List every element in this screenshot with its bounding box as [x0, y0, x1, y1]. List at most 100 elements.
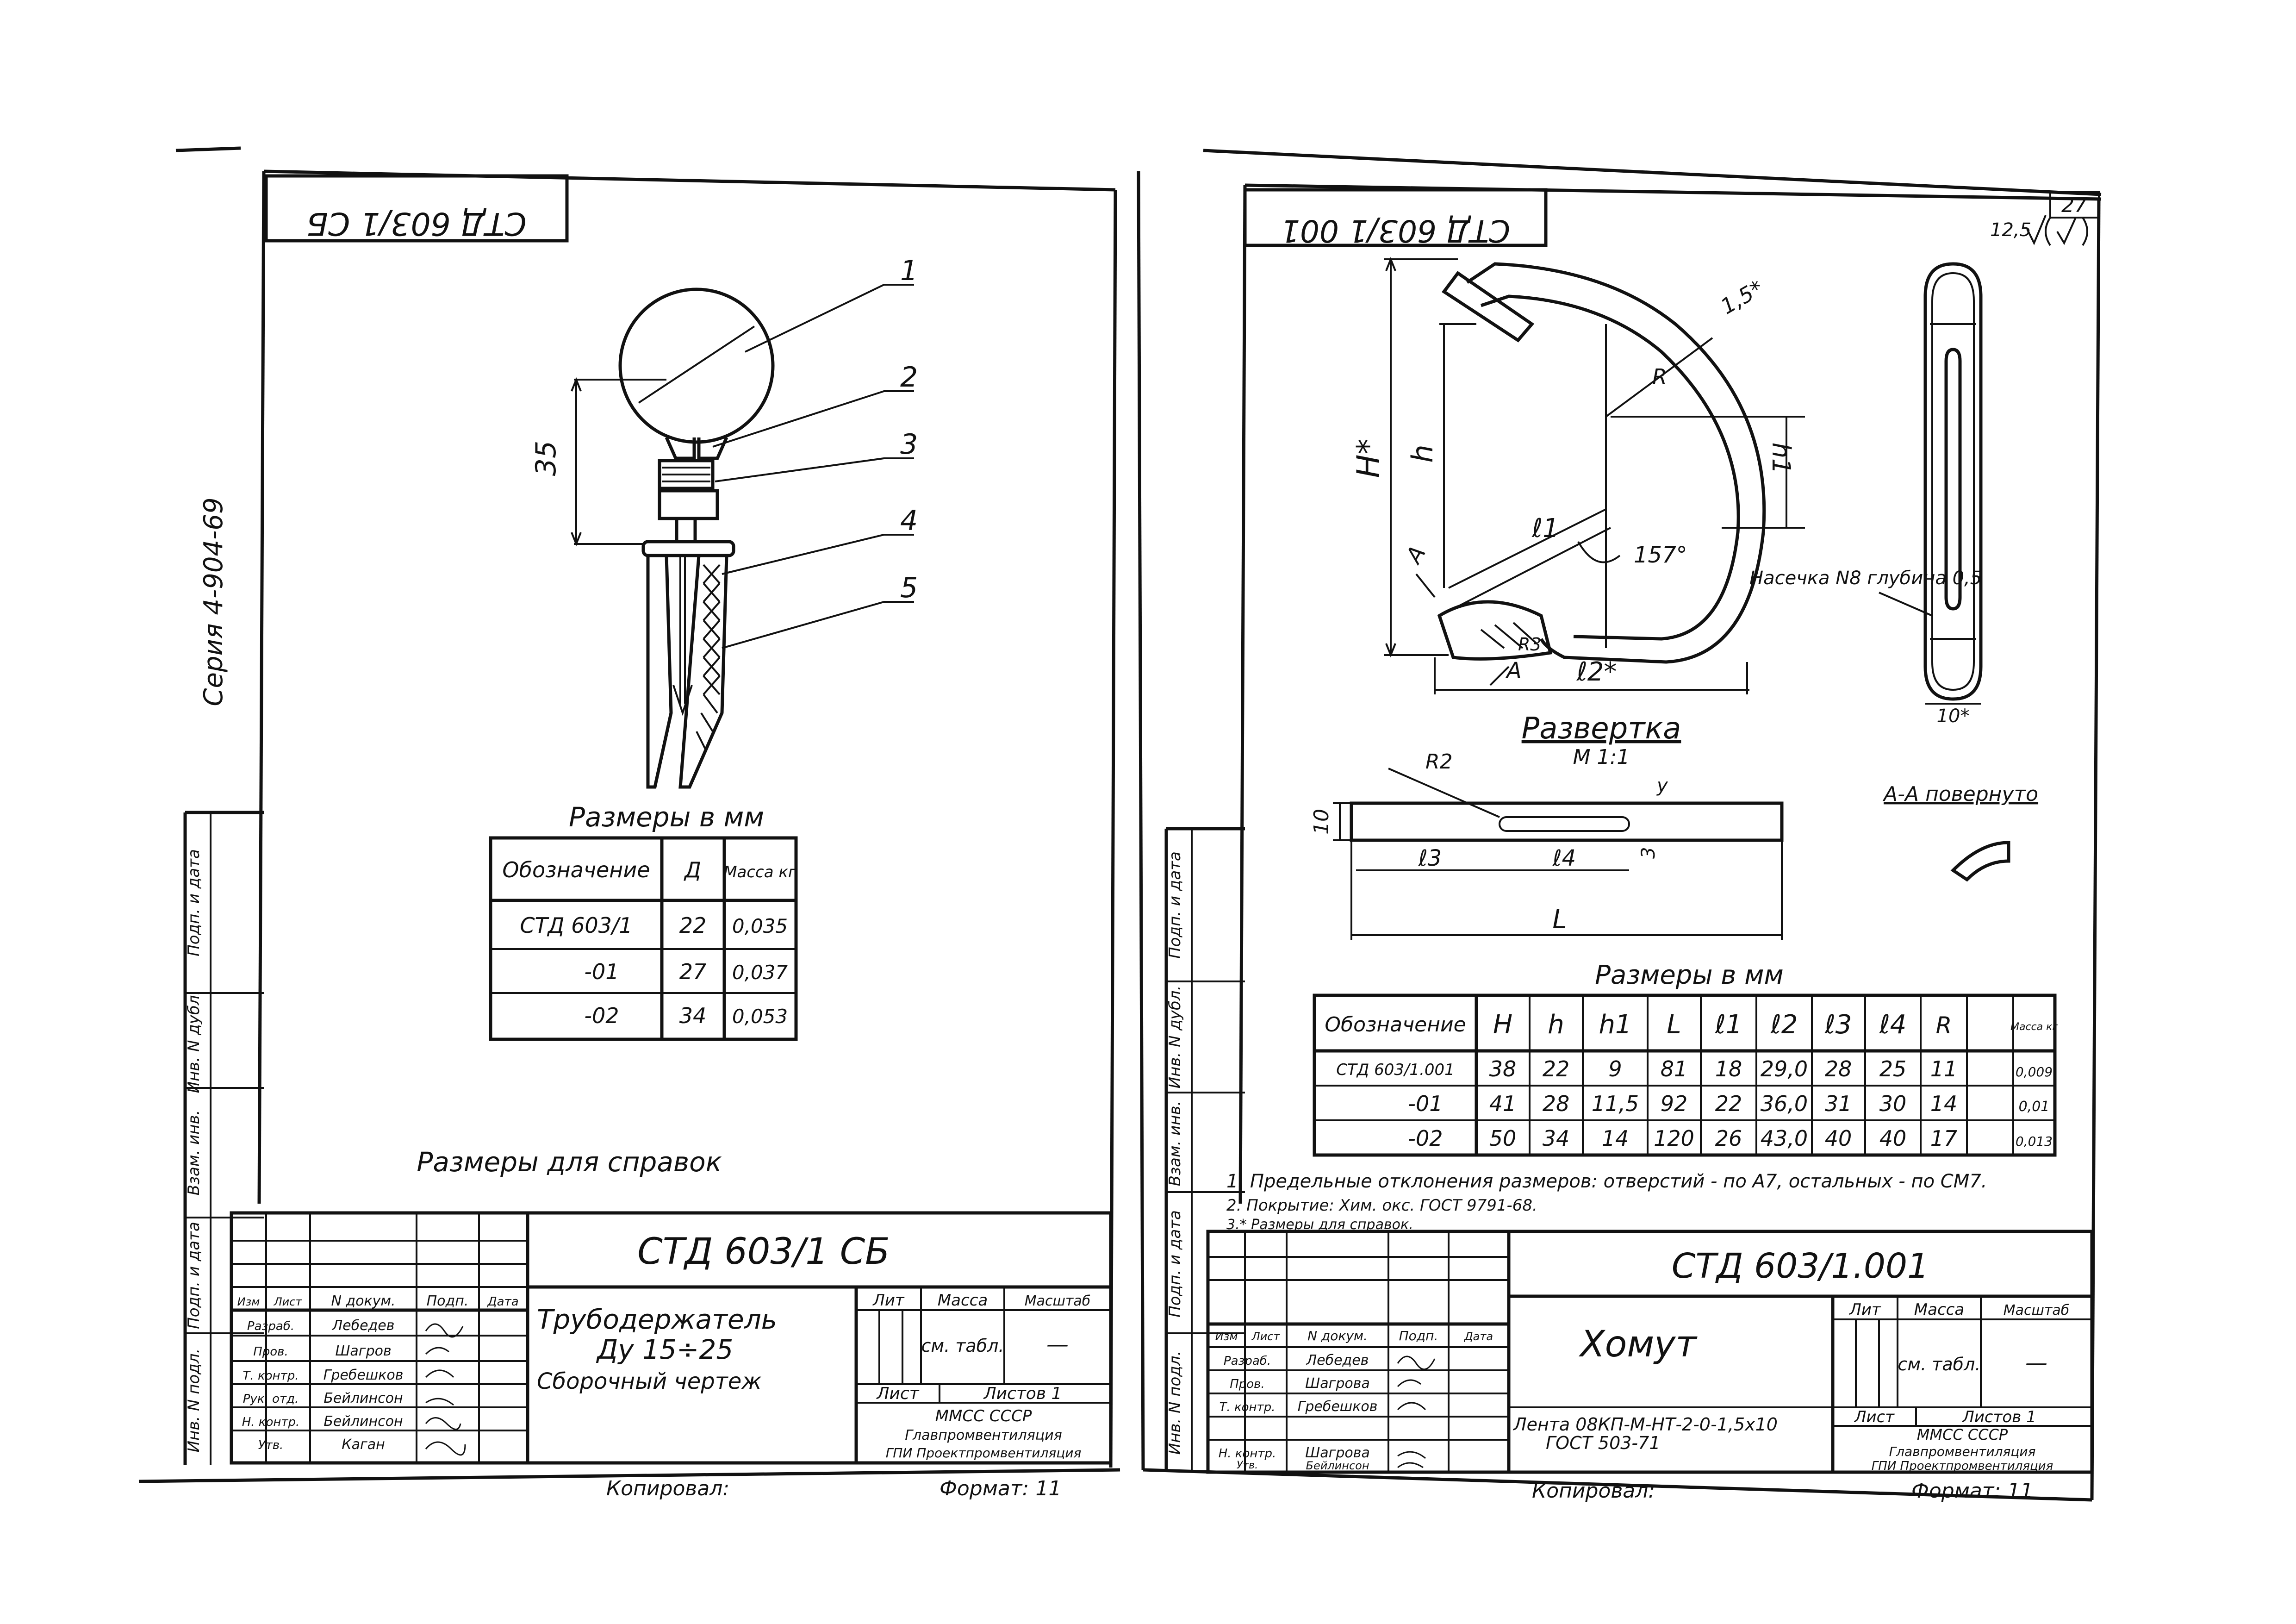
screw-part: [658, 459, 715, 490]
leader-3: [715, 457, 914, 482]
razvertka-drawing: 10 R2 ℓ3 ℓ4 L y 3: [1310, 750, 1784, 940]
right-th-7: ℓ3: [1824, 1010, 1852, 1040]
right-material-1: Лента 08КП-М-НТ-2-0-1,5х10: [1512, 1414, 1778, 1435]
left-side-1: Инв. N дубл.: [185, 990, 203, 1093]
right-sheet: Лист: [1854, 1408, 1895, 1426]
left-person-0: Лебедев: [332, 1318, 395, 1334]
clamp-side-view: 10*: [1879, 262, 1983, 727]
dim-10-label: 10*: [1937, 706, 1970, 727]
frame-inner-left: [1238, 185, 1247, 1204]
frame-top: [1203, 149, 2102, 196]
left-title-block: СТД 603/1 СБ Трубодержатель Ду 15÷25 Сбо…: [230, 1211, 1113, 1465]
right-td-1-3: 11,5: [1592, 1091, 1639, 1116]
section-arrows: [1415, 573, 1510, 686]
code-stamp-box: [1243, 188, 1548, 247]
clamp-tab-top: [1441, 271, 1535, 343]
razv-L: L: [1552, 905, 1567, 935]
left-scale-h: Масштаб: [1025, 1293, 1091, 1309]
right-person-3: Шагрова: [1305, 1445, 1370, 1461]
leader-5: [722, 601, 914, 649]
right-side-1: Инв. N дубл.: [1166, 986, 1184, 1089]
slot: [1944, 348, 1962, 611]
right-mass-h: Масса: [1914, 1300, 1964, 1319]
left-person-3: Бейлинсон: [324, 1390, 403, 1406]
right-td-2-7: 40: [1825, 1126, 1852, 1151]
left-role-1: Пров.: [253, 1345, 288, 1359]
left-col-4: Дата: [487, 1295, 518, 1309]
section-AA-label: А-А повернуто: [1882, 782, 2038, 806]
callout-2: 2: [900, 361, 918, 394]
left-signatures: [425, 1323, 466, 1456]
right-td-2-5: 26: [1715, 1126, 1742, 1151]
left-sizes-table: Обозначение Д Масса кг СТД 603/1 22 0,03…: [489, 836, 798, 1041]
dim-h1-label: h1: [1767, 443, 1796, 475]
left-lit: Лит: [872, 1291, 905, 1310]
callout-1: 1: [900, 255, 918, 287]
left-col-0: Изм: [237, 1295, 260, 1308]
dowel-body: [678, 554, 728, 789]
left-td-2-0: -02: [584, 1003, 619, 1028]
dowel-left: [646, 554, 673, 789]
dim-angle-label: 157°: [1634, 542, 1687, 568]
right-td-1-4: 92: [1661, 1091, 1688, 1116]
right-org-2: Главпромвентиляция: [1889, 1444, 2036, 1459]
leader-4: [722, 534, 914, 575]
right-td-1-0: -01: [1408, 1091, 1443, 1116]
right-th-3: h1: [1599, 1010, 1631, 1040]
right-th-0: Обозначение: [1325, 1013, 1466, 1037]
right-person-4: Бейлинсон: [1306, 1459, 1369, 1472]
right-td-0-6: 29,0: [1761, 1056, 1808, 1081]
right-td-1-1: 41: [1489, 1091, 1517, 1116]
left-td-1-1: 27: [679, 959, 707, 984]
right-td-1-10: 0,01: [2019, 1099, 2050, 1115]
right-lit: Лит: [1848, 1300, 1881, 1319]
roughness-symbol: [2026, 215, 2088, 246]
left-col-1: Лист: [274, 1295, 303, 1308]
left-table-title: Размеры в мм: [569, 801, 764, 833]
right-col-4: Дата: [1464, 1330, 1493, 1343]
dim-t15-label: 1,5*: [1717, 275, 1767, 319]
leader-2: [712, 390, 914, 448]
right-org-1: ММСС СССР: [1917, 1426, 2008, 1443]
razv-10: 10: [1310, 809, 1333, 835]
right-td-0-7: 28: [1825, 1056, 1852, 1081]
right-th-9: R: [1936, 1012, 1952, 1039]
left-col-2: N докум.: [331, 1293, 395, 1309]
section-AA-shape: [1950, 841, 2010, 882]
right-td-2-1: 50: [1489, 1126, 1517, 1151]
right-name: Хомут: [1578, 1324, 1698, 1365]
right-scale-h: Масштаб: [2004, 1302, 2070, 1318]
clamp-drawing: H* h h1 ℓ2* ℓ1 R R3 157° 1,5* A A: [1350, 256, 1805, 694]
dim-h-label: h: [1406, 444, 1439, 462]
right-td-0-2: 22: [1543, 1056, 1570, 1081]
right-td-2-3: 14: [1602, 1126, 1629, 1151]
pipe-holder-assembly: 35 1 2 3 4 5: [530, 255, 918, 789]
left-td-2-2: 0,053: [732, 1005, 788, 1028]
frame-bottom: [1143, 1468, 2092, 1502]
radius-line: [1605, 337, 1713, 418]
right-side-0: Подп. и дата: [1166, 851, 1184, 959]
page-number-box: [2049, 191, 2100, 219]
left-td-0-2: 0,035: [732, 915, 788, 937]
clamp-neck: [665, 437, 696, 460]
dim-H-label: H*: [1350, 438, 1387, 478]
frame-bottom: [138, 1468, 1120, 1483]
left-td-1-2: 0,037: [732, 961, 788, 984]
right-th-10: Масса кг: [2010, 1021, 2058, 1033]
leader-1: [745, 284, 914, 353]
nut-part: [658, 489, 719, 520]
right-td-0-4: 81: [1661, 1056, 1688, 1081]
left-person-1: Шагров: [335, 1343, 391, 1359]
pipe-circle: [618, 287, 775, 444]
right-side-3: Подп. и дата: [1166, 1210, 1184, 1318]
dim-R3-label: R3: [1518, 634, 1542, 655]
right-td-1-8: 30: [1879, 1091, 1907, 1116]
right-th-4: L: [1667, 1010, 1681, 1040]
clamp-tab-bottom: [1437, 600, 1553, 661]
page-number: 27: [2061, 194, 2087, 217]
right-material-2: ГОСТ 503-71: [1546, 1433, 1661, 1453]
pipe-diameter-line: [638, 325, 755, 404]
razvertka-scale: М 1:1: [1573, 745, 1630, 769]
right-sizes-table: Обозначение H h h1 L ℓ1 ℓ2 ℓ3 ℓ4 R Масса…: [1313, 993, 2058, 1157]
